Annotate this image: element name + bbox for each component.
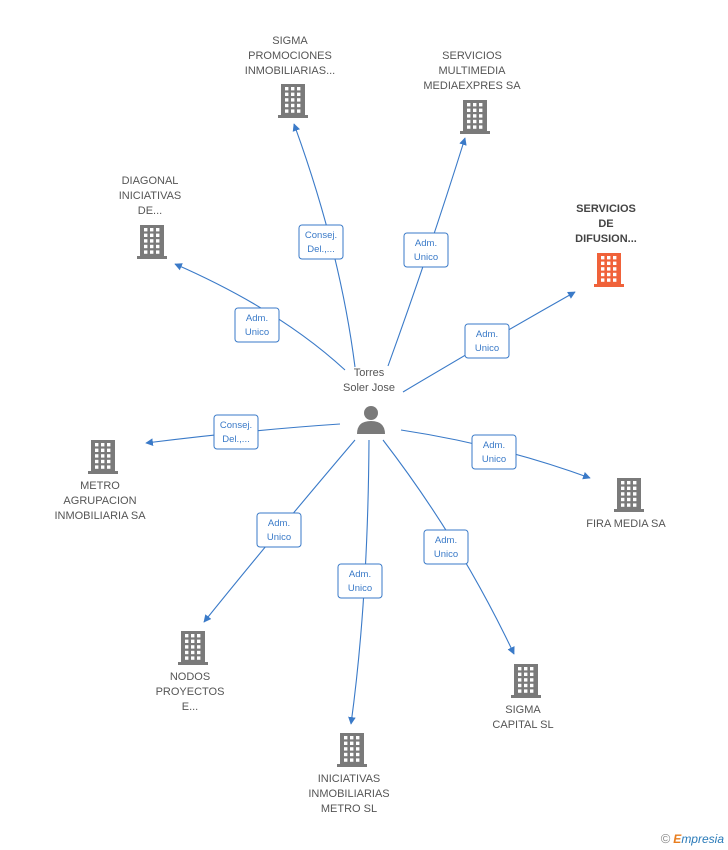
building-icon [337,733,367,767]
relation-text: Unico [475,343,499,354]
company-node-metro-agrupacion[interactable]: METRO AGRUPACION INMOBILIARIA SA [54,440,146,522]
relation-text: Unico [267,532,291,543]
relation-label-metro-agrupacion[interactable]: Consej. Del.,... [213,414,259,450]
company-name-line: INMOBILIARIA SA [54,510,146,522]
relation-text: Adm. [246,313,268,324]
company-name-line: E... [182,701,199,713]
company-node-servicios-difusion[interactable]: SERVICIOS DE DIFUSION... [575,203,637,287]
relation-label-diagonal-iniciativas[interactable]: Adm. Unico [234,307,280,343]
company-node-fira-media[interactable]: FIRA MEDIA SA [586,478,666,530]
relation-text: Adm. [349,569,371,580]
company-name-line: METRO SL [321,803,377,815]
relation-text: Del.,... [307,244,334,255]
relation-label-sigma-promociones[interactable]: Consej. Del.,... [298,224,344,260]
company-node-sigma-promociones[interactable]: SIGMA PROMOCIONES INMOBILIARIAS... [245,35,335,118]
company-name-line: CAPITAL SL [492,719,553,731]
company-name-line: DIFUSION... [575,233,637,245]
relation-label-servicios-multimedia[interactable]: Adm. Unico [403,232,449,268]
company-name-line: DIAGONAL [122,175,179,187]
brand-name: mpresia [681,832,724,846]
relation-text: Adm. [483,440,505,451]
company-name-line: DE... [138,205,162,217]
company-name-line: METRO [80,480,120,492]
relation-text: Unico [414,252,438,263]
company-name-line: MEDIAEXPRES SA [423,80,521,92]
relation-text: Adm. [435,535,457,546]
relation-text: Adm. [415,238,437,249]
company-node-diagonal-iniciativas[interactable]: DIAGONAL INICIATIVAS DE... [119,175,182,259]
relation-label-nodos-proyectos[interactable]: Adm. Unico [256,512,302,548]
building-icon [460,100,490,134]
building-icon [511,664,541,698]
company-name-line: FIRA MEDIA SA [586,518,666,530]
relation-text: Unico [434,549,458,560]
relation-text: Unico [482,454,506,465]
brand-initial: E [673,832,682,846]
company-name-line: DE [598,218,613,230]
building-icon [88,440,118,474]
relation-text: Unico [348,583,372,594]
company-name-line: INMOBILIARIAS [308,788,389,800]
relation-text: Adm. [268,518,290,529]
relation-label-iniciativas-inmobiliarias[interactable]: Adm. Unico [337,563,383,599]
building-icon [137,225,167,259]
center-name-line-1: Torres [354,367,385,379]
company-name-line: SIGMA [272,35,308,47]
company-name-line: MULTIMEDIA [438,65,506,77]
company-name-line: PROYECTOS [156,686,225,698]
relation-label-fira-media[interactable]: Adm. Unico [471,434,517,470]
building-icon [178,631,208,665]
building-icon [278,84,308,118]
person-icon [357,406,385,434]
relation-label-servicios-difusion[interactable]: Adm. Unico [464,323,510,359]
company-name-line: SIGMA [505,704,541,716]
copyright-symbol: © [660,831,671,846]
center-name-line-2: Soler Jose [343,382,395,394]
company-name-line: NODOS [170,671,210,683]
company-node-sigma-capital[interactable]: SIGMA CAPITAL SL [492,664,554,731]
company-name-line: SERVICIOS [442,50,502,62]
company-name-line: PROMOCIONES [248,50,332,62]
relation-label-sigma-capital[interactable]: Adm. Unico [423,529,469,565]
relation-text: Unico [245,327,269,338]
company-name-line: INMOBILIARIAS... [245,65,335,77]
center-person[interactable]: Torres Soler Jose [343,367,395,434]
company-name-line: AGRUPACION [63,495,136,507]
relation-text: Adm. [476,329,498,340]
building-icon [614,478,644,512]
company-node-iniciativas-inmobiliarias[interactable]: INICIATIVAS INMOBILIARIAS METRO SL [308,733,390,815]
company-name-line: SERVICIOS [576,203,636,215]
building-icon [594,253,624,287]
company-node-servicios-multimedia[interactable]: SERVICIOS MULTIMEDIA MEDIAEXPRES SA [423,50,521,134]
company-node-nodos-proyectos[interactable]: NODOS PROYECTOS E... [156,631,225,713]
relation-text: Consej. [305,230,337,241]
copyright-footer: ©Empresia [661,831,724,846]
relation-text: Consej. [220,420,252,431]
company-name-line: INICIATIVAS [119,190,182,202]
company-name-line: INICIATIVAS [318,773,381,785]
relation-text: Del.,... [222,434,249,445]
nodes-layer: SIGMA PROMOCIONES INMOBILIARIAS... SERVICIO… [54,35,666,815]
